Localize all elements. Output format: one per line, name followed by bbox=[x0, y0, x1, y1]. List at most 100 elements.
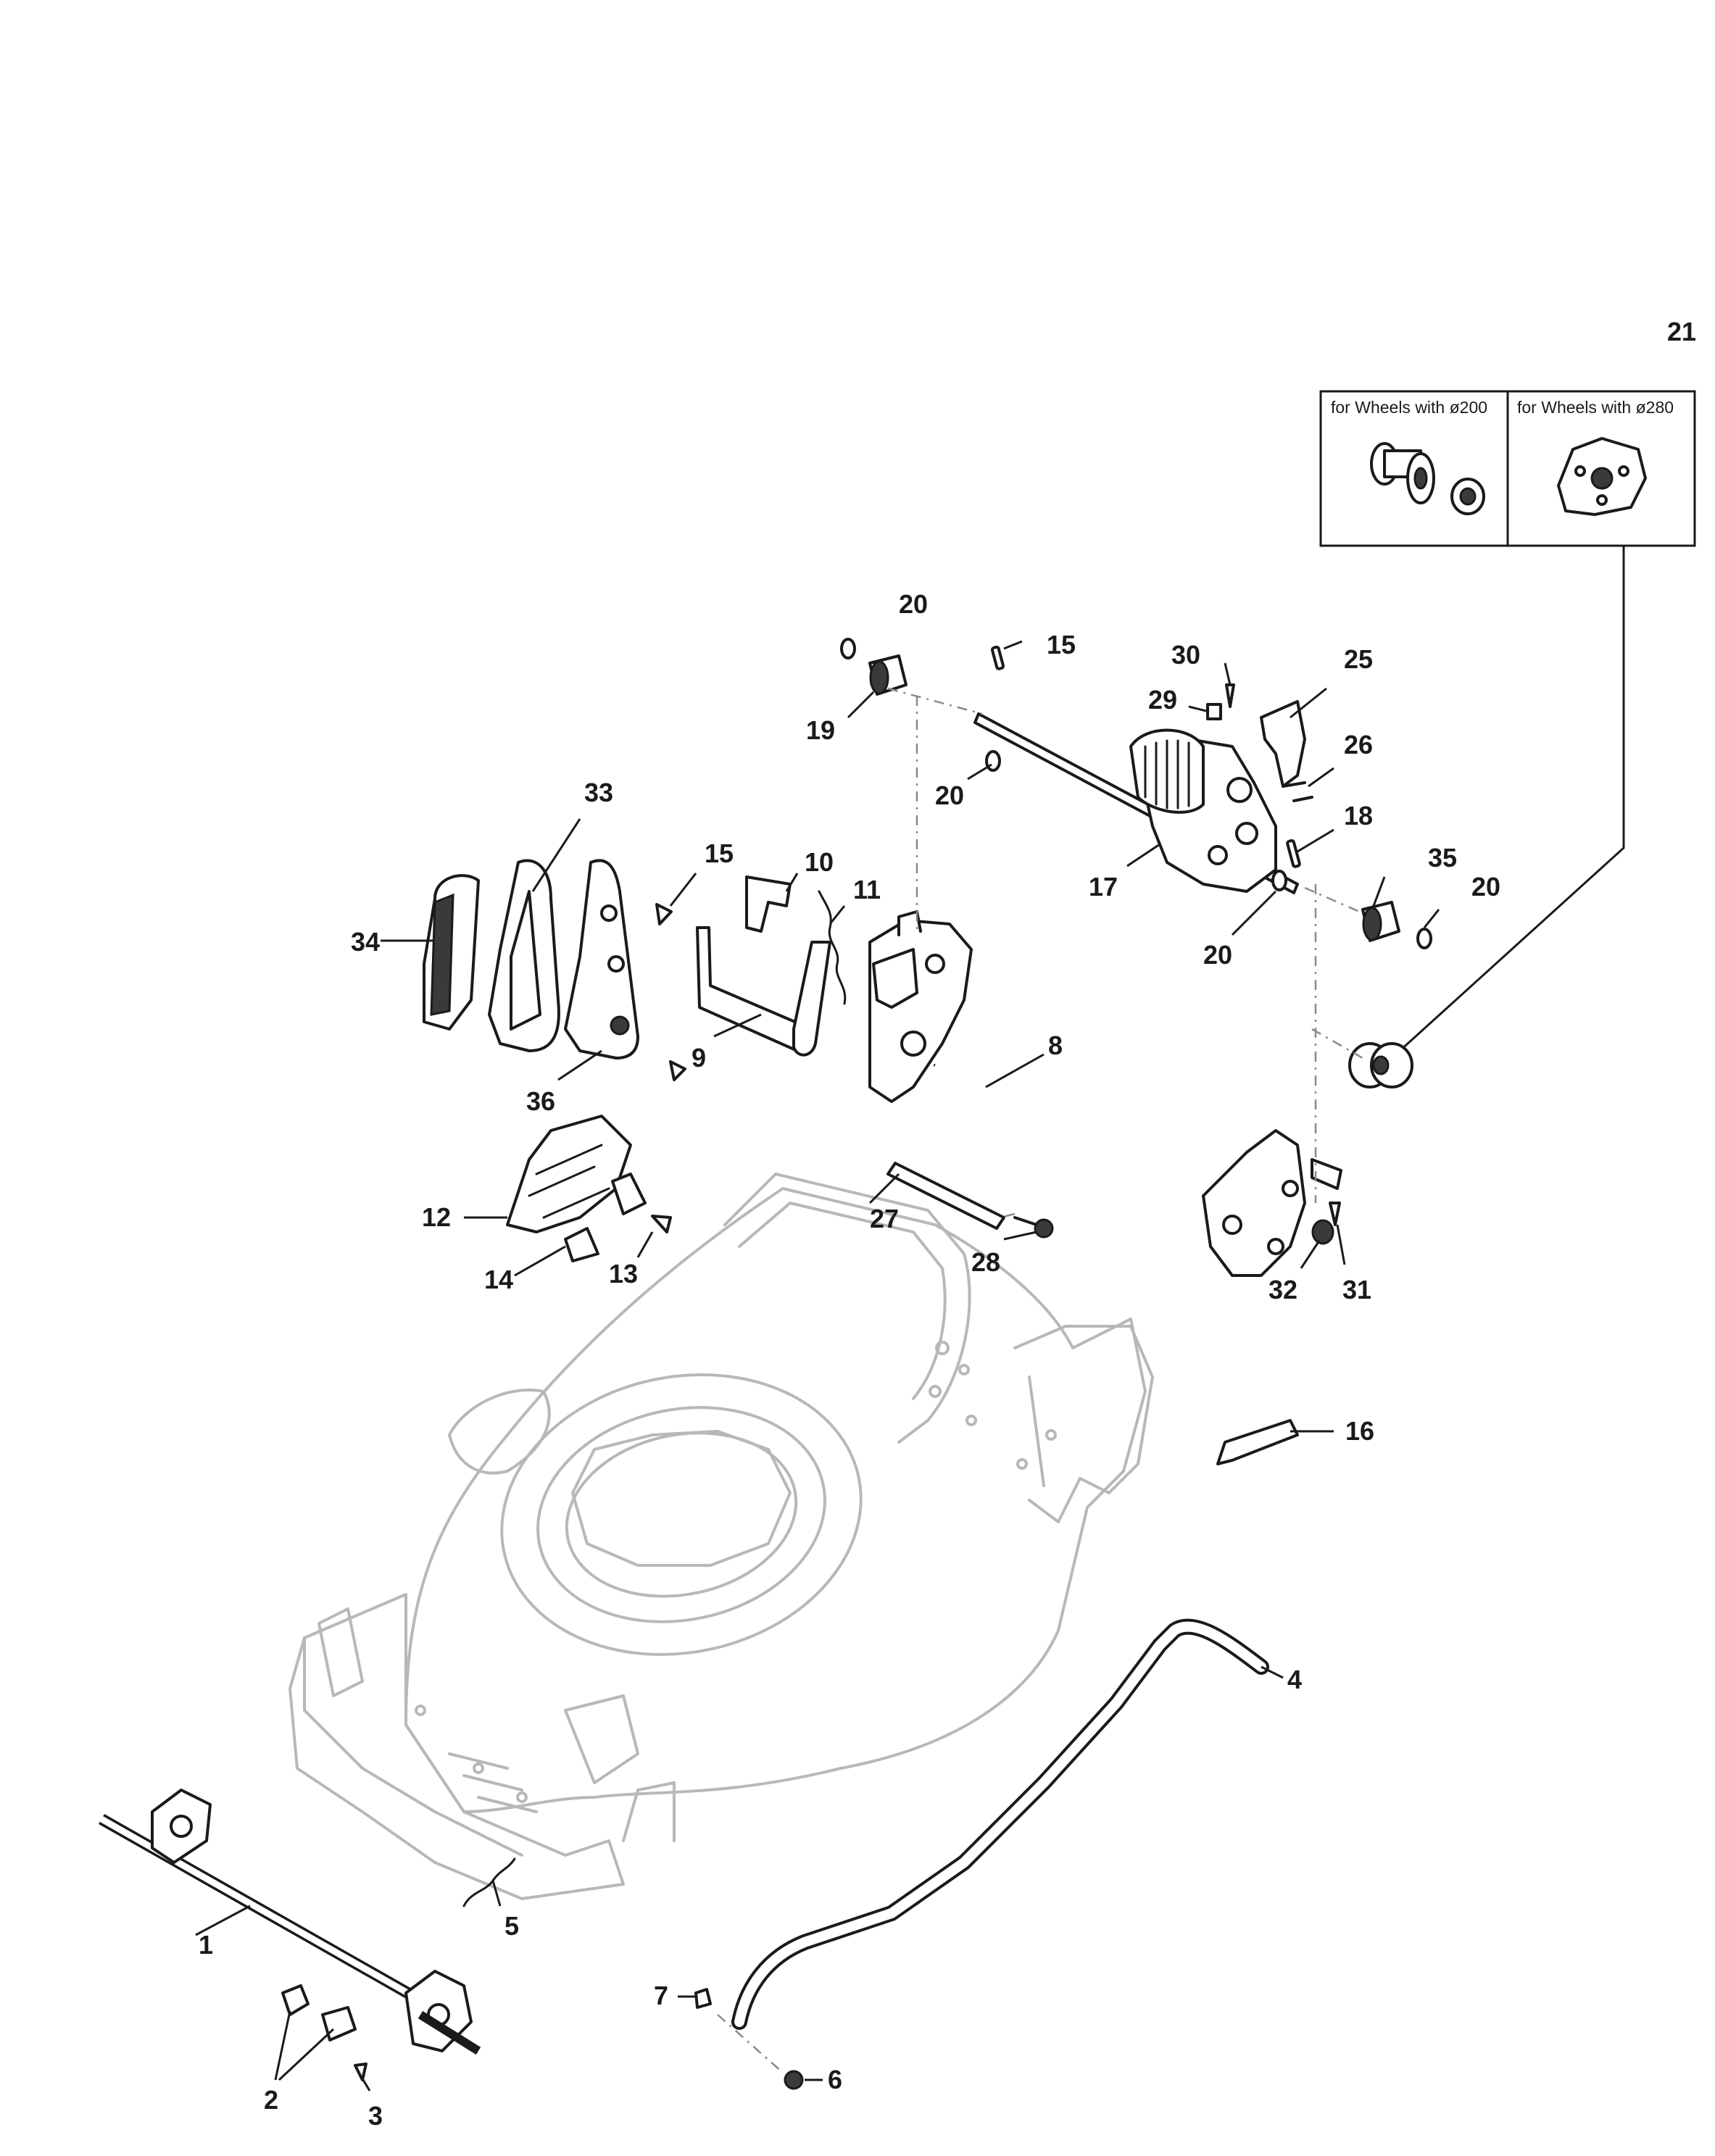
leader-11 bbox=[829, 905, 846, 925]
callout-36: 36 bbox=[526, 1086, 555, 1116]
screw-36 bbox=[669, 1060, 686, 1081]
leader-30 bbox=[1224, 662, 1232, 686]
variant-left-label: for Wheels with ø200 bbox=[1331, 398, 1487, 417]
bracket-10 bbox=[745, 875, 792, 933]
leader-20b bbox=[967, 763, 992, 781]
bolt-28-shank bbox=[1013, 1216, 1038, 1226]
callout-21: 21 bbox=[1667, 317, 1696, 346]
plate-stud bbox=[897, 910, 922, 936]
callout-11: 11 bbox=[853, 875, 881, 904]
wheel-variant-box: for Wheels with ø200 for Wheels with ø28… bbox=[1319, 390, 1696, 547]
leader-31 bbox=[1336, 1224, 1346, 1265]
callout-5: 5 bbox=[504, 1911, 519, 1941]
callout-28: 28 bbox=[971, 1247, 1000, 1277]
callout-29: 29 bbox=[1148, 685, 1177, 715]
leader-5 bbox=[491, 1880, 502, 1907]
plate-hole bbox=[1282, 1180, 1299, 1197]
rod-27 bbox=[886, 1162, 1005, 1230]
leader-lines bbox=[195, 640, 1440, 2092]
small-hardware bbox=[840, 638, 1432, 1245]
callout-4: 4 bbox=[1287, 1665, 1302, 1694]
axle-end bbox=[1311, 1158, 1342, 1190]
drive-gearbox-assembly bbox=[973, 712, 1299, 894]
screw-15b bbox=[655, 903, 673, 925]
lever-9-arm bbox=[792, 941, 831, 1057]
strip-34-teeth bbox=[430, 893, 454, 1016]
bracket-12 bbox=[506, 1115, 632, 1233]
callout-3: 3 bbox=[368, 2101, 383, 2131]
left-plate-bracket bbox=[872, 948, 918, 1009]
callout-9: 9 bbox=[692, 1043, 706, 1073]
leader-10 bbox=[785, 873, 799, 892]
leader-14 bbox=[514, 1245, 566, 1277]
leader-27 bbox=[868, 1173, 900, 1204]
switch-2a bbox=[281, 1984, 310, 2016]
callout-7: 7 bbox=[654, 1981, 668, 2010]
plate-hole bbox=[1222, 1215, 1242, 1235]
spring-5 bbox=[462, 1857, 516, 1907]
callout-15-top: 15 bbox=[1047, 630, 1076, 659]
callout-33: 33 bbox=[584, 778, 613, 807]
frame-36 bbox=[564, 859, 639, 1060]
callout-6: 6 bbox=[828, 2065, 842, 2094]
callout-35: 35 bbox=[1428, 843, 1457, 873]
plate-13 bbox=[611, 1173, 647, 1215]
screw-13 bbox=[651, 1215, 672, 1233]
handle-covers bbox=[423, 859, 639, 1060]
leader-13 bbox=[636, 1231, 654, 1258]
plate-hole bbox=[925, 954, 945, 974]
callout-12: 12 bbox=[422, 1202, 451, 1232]
callout-20-bottom: 20 bbox=[1203, 940, 1232, 970]
callout-30: 30 bbox=[1171, 640, 1200, 670]
leader-2 bbox=[274, 2010, 335, 2081]
lower-bracket-group bbox=[506, 1115, 672, 1262]
callout-1: 1 bbox=[199, 1930, 213, 1960]
leader-15a bbox=[1003, 640, 1023, 650]
callout-16: 16 bbox=[1345, 1416, 1374, 1446]
callout-15-middle: 15 bbox=[705, 838, 734, 868]
leader-3 bbox=[360, 2076, 371, 2092]
leader-20d bbox=[1423, 909, 1440, 928]
screw-31 bbox=[1329, 1202, 1341, 1226]
spring-11 bbox=[818, 890, 847, 1005]
leader-8 bbox=[985, 1053, 1045, 1089]
leader-20c bbox=[1231, 890, 1277, 936]
leader-26 bbox=[1308, 767, 1334, 788]
callout-10: 10 bbox=[805, 847, 834, 877]
leader-15b bbox=[669, 873, 697, 907]
clip-20c bbox=[1271, 870, 1287, 891]
callout-17: 17 bbox=[1089, 872, 1118, 902]
variant-right-label: for Wheels with ø280 bbox=[1517, 398, 1674, 417]
pin-18 bbox=[1286, 838, 1301, 868]
lever-assembly bbox=[655, 875, 847, 1081]
callout-2: 2 bbox=[264, 2085, 278, 2115]
leader-21 bbox=[1390, 546, 1625, 1060]
leader-17 bbox=[1126, 843, 1160, 867]
leader-33 bbox=[531, 818, 581, 892]
callout-31: 31 bbox=[1342, 1275, 1371, 1304]
leader-1 bbox=[195, 1905, 251, 1936]
front-axle-assembly bbox=[99, 1789, 481, 2055]
mower-deck bbox=[288, 1173, 1154, 1900]
wheel-hub-200-icon bbox=[1370, 442, 1485, 515]
plate-hole bbox=[900, 1031, 926, 1057]
hub-21 bbox=[1348, 1042, 1413, 1089]
washer-32 bbox=[1311, 1219, 1334, 1245]
leader-25 bbox=[1290, 687, 1327, 719]
callout-26: 26 bbox=[1344, 730, 1373, 759]
callout-labels: 1 2 3 4 5 6 7 8 9 10 11 12 13 14 15 15 1… bbox=[199, 317, 1696, 2131]
callout-25: 25 bbox=[1344, 644, 1373, 674]
callout-13: 13 bbox=[609, 1259, 638, 1289]
callout-14: 14 bbox=[484, 1265, 513, 1294]
screw-3 bbox=[354, 2063, 368, 2081]
pin-15 bbox=[990, 645, 1005, 670]
callout-34: 34 bbox=[351, 927, 380, 957]
screw-26b bbox=[1292, 796, 1313, 802]
clip-20a bbox=[840, 638, 856, 659]
callout-20-top: 20 bbox=[899, 589, 928, 619]
center-lines bbox=[717, 687, 1363, 2073]
leader-29 bbox=[1188, 705, 1210, 713]
screw-30 bbox=[1225, 683, 1235, 708]
callout-27: 27 bbox=[870, 1204, 899, 1233]
